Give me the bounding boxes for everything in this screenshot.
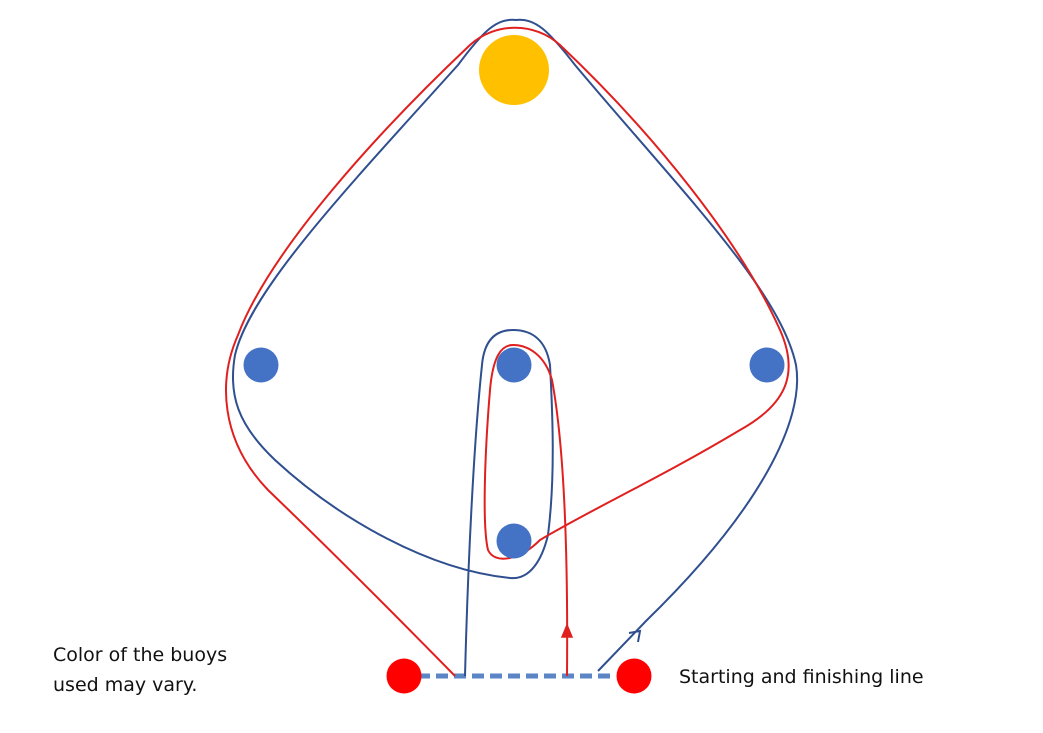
left-buoy [243,347,279,383]
start-finish-label: Starting and finishing line [679,666,924,688]
start-buoy-left [386,658,422,694]
center-lower-buoy [496,523,532,559]
buoy-color-note-line1: Color of the buoys [53,644,228,666]
center-upper-buoy [496,347,532,383]
blue-route-arrowhead [628,629,642,643]
right-buoy [749,347,785,383]
blue-route-outer [231,18,798,677]
buoy-color-note: Color of the buoys used may vary. [53,640,227,700]
red-route [225,26,790,677]
top-buoy [479,35,549,105]
buoy-color-note-line2: used may vary. [53,674,198,696]
red-route-arrowhead [560,623,574,638]
start-buoy-right [616,658,652,694]
